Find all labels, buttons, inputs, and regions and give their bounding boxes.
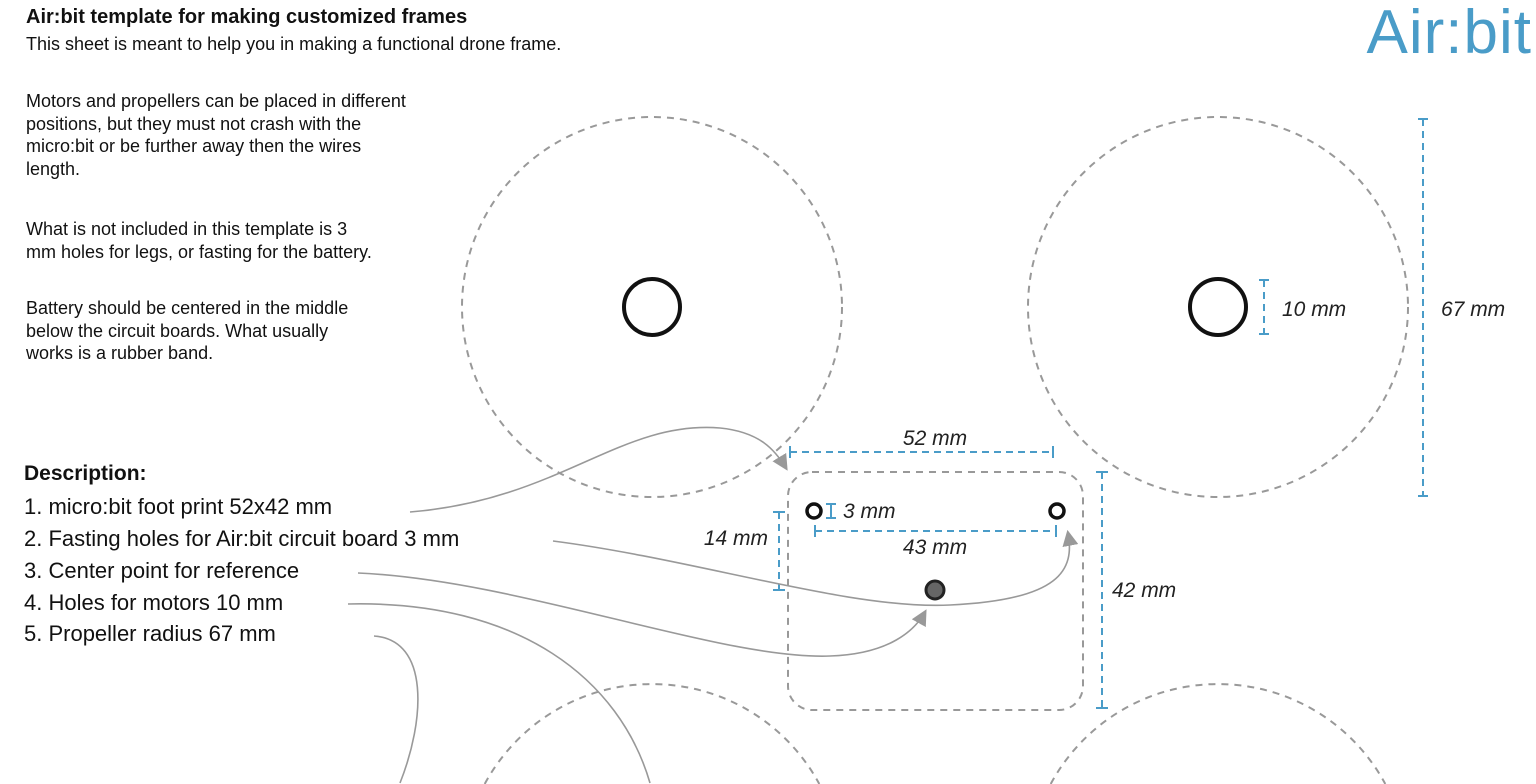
motor-hole-right: [1188, 277, 1248, 337]
dim-hole-size-label: 3 mm: [843, 500, 896, 523]
description-item: 3. Center point for reference: [24, 558, 300, 583]
dim-height-label: 42 mm: [1112, 579, 1176, 602]
description-item: 2. Fasting holes for Air:bit circuit boa…: [24, 526, 460, 551]
arrow-item-4: [347, 603, 651, 784]
dim-motor-hole-label: 10 mm: [1282, 298, 1346, 321]
fasting-hole-left: [805, 502, 823, 520]
description-item: 5. Propeller radius 67 mm: [24, 621, 276, 646]
propeller-circle-top-right: [1027, 116, 1409, 498]
propeller-circle-bottom-right: [1049, 683, 1387, 784]
page-subtitle: This sheet is meant to help you in makin…: [26, 34, 562, 54]
paragraph-not-included: What is not included in this template is…: [26, 219, 372, 262]
propeller-circle-top-left: [461, 116, 843, 498]
description-item: 1. micro:bit foot print 52x42 mm: [24, 494, 333, 519]
dim-propeller-label: 67 mm: [1441, 298, 1505, 321]
fasting-hole-right: [1048, 502, 1066, 520]
arrow-item-5: [373, 635, 419, 784]
arrow-item-2: [552, 529, 1079, 607]
paragraph-motors: Motors and propellers can be placed in d…: [26, 91, 406, 179]
description-heading: Description:: [24, 462, 147, 485]
paragraph-battery: Battery should be centered in the middle…: [26, 298, 349, 363]
page-title: Air:bit template for making customized f…: [26, 6, 468, 28]
arrow-item-3: [357, 572, 927, 657]
description-item: 4. Holes for motors 10 mm: [24, 590, 284, 615]
propeller-circle-bottom-left: [483, 683, 821, 784]
center-point: [924, 579, 946, 601]
dim-hole-spacing-label: 43 mm: [903, 536, 967, 559]
airbit-logo: Air:bit: [1366, 0, 1532, 67]
arrow-item-1: [409, 426, 788, 513]
microbit-footprint: [787, 471, 1084, 711]
dim-hole-offset-label: 14 mm: [704, 527, 768, 550]
dim-width-label: 52 mm: [903, 427, 967, 450]
motor-hole-left: [622, 277, 682, 337]
